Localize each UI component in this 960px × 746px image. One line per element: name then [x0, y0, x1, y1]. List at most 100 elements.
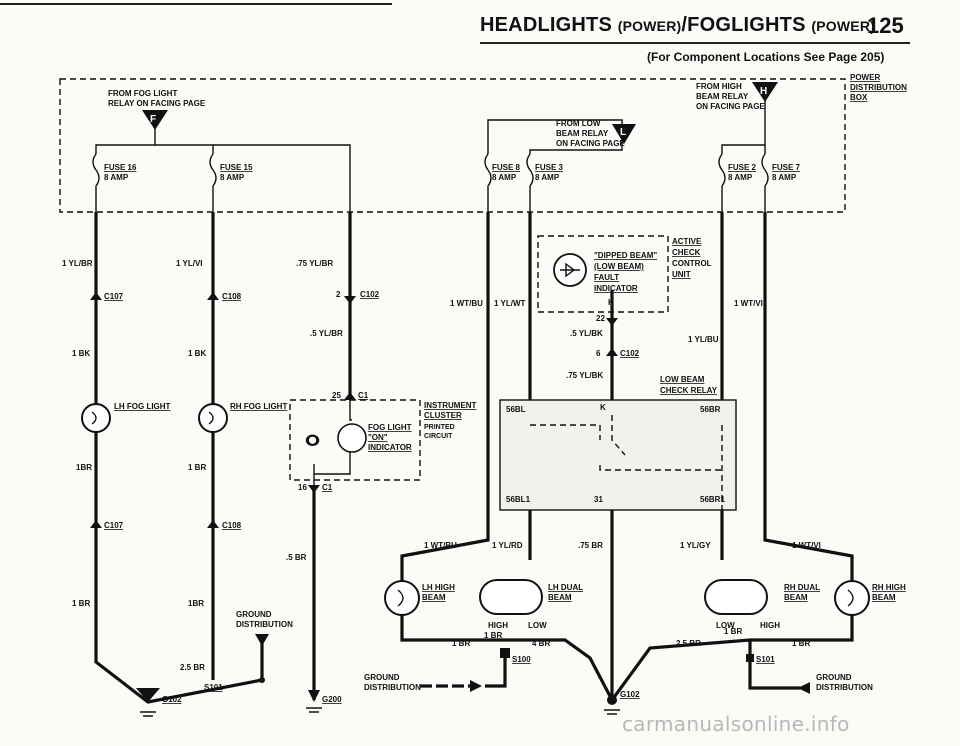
low-relay-text-1: FROM LOW	[556, 119, 601, 128]
s101-left-label: S101	[204, 683, 223, 692]
wire-label-27: 2.5 BR	[676, 639, 701, 648]
gnd-dist-c-1: GROUND	[816, 673, 852, 682]
fog-relay-text-1: FROM FOG LIGHT	[108, 89, 177, 98]
relay-pin-56br1: 56BR1	[700, 495, 725, 504]
c107-lower-connector-icon	[90, 520, 102, 528]
lh-fog-label: LH FOG LIGHT	[114, 402, 171, 411]
wire-label-21: .75 BR	[578, 541, 603, 550]
wire-label-20: 1 YL/RD	[492, 541, 523, 550]
fog-indicator-label-2: "ON"	[368, 433, 388, 442]
rh-dual-high: HIGH	[760, 621, 780, 630]
rh-dual-low: LOW	[716, 621, 735, 630]
wire-label-10: 1BR	[188, 599, 204, 608]
dipped-beam-label-4: INDICATOR	[594, 284, 638, 293]
rh-high-filament	[847, 589, 854, 607]
g102-right-ground-lines	[604, 709, 620, 715]
fuse-3: FUSE 3 8 AMP	[526, 153, 564, 212]
rh-fog-filament	[208, 411, 214, 425]
fog-indicator-label-3: INDICATOR	[368, 443, 412, 452]
wire-label-22: 1 YL/GY	[680, 541, 711, 550]
rh-dual-beam-lamp-icon	[704, 579, 768, 615]
fuse-16: FUSE 16 8 AMP	[92, 153, 137, 212]
active-check-label: ACTIVE CHECK CONTROL UNIT	[672, 237, 712, 279]
lh-dual-high: HIGH	[488, 621, 508, 630]
c102-right-label: C102	[620, 349, 640, 358]
fog-relay-letter: F	[150, 114, 156, 125]
fog-indicator-bulb-icon	[337, 423, 367, 453]
c108-connector-icon	[207, 292, 219, 300]
wire-label-14: 1 YL/WT	[494, 299, 526, 308]
rh-high-label-2: BEAM	[872, 593, 896, 602]
c1-label: C1	[358, 391, 369, 400]
fuse-15-icon	[209, 153, 217, 212]
title-power-1: (POWER)	[617, 18, 682, 34]
high-relay-text-3: ON FACING PAGE	[696, 102, 765, 111]
wire-label-12: .5 BR	[286, 553, 307, 562]
wire-label-8: 1 BR	[188, 463, 206, 472]
lh-dual-low: LOW	[528, 621, 547, 630]
wire-label-25: 1 BR	[484, 631, 502, 640]
fuse-3-name: FUSE 3	[535, 163, 564, 172]
fuse-16-name: FUSE 16	[104, 163, 137, 172]
wire-label-2: 1 YL/VI	[176, 259, 203, 268]
wire-label-3: .75 YL/BR	[296, 259, 333, 268]
active-check-label-4: UNIT	[672, 270, 691, 279]
c102-label: C102	[360, 290, 380, 299]
wire-label-19: 1 WT/BU	[424, 541, 457, 550]
cluster-feed	[349, 400, 352, 421]
gnd-dist-b-arrow-icon	[470, 680, 482, 692]
wire-label-15: .5 YL/BK	[570, 329, 603, 338]
low-relay-text-2: BEAM RELAY	[556, 129, 609, 138]
c102-right-connector-icon	[606, 348, 618, 356]
g102-right-splice-icon	[607, 695, 617, 705]
wire-label-6: 1 BK	[188, 349, 206, 358]
c1-ground-label: C1	[322, 483, 333, 492]
fuse-2-icon	[718, 153, 726, 212]
ground-g102-right: G102	[604, 690, 640, 715]
low-beam-relay-label-2: CHECK RELAY	[660, 386, 718, 395]
gnd-dist-a-arrow-icon	[255, 634, 269, 646]
relay-pin-56bl: 56BL	[506, 405, 526, 414]
rh-high-feed-wire	[610, 212, 854, 701]
fuse-15: FUSE 15 8 AMP	[209, 153, 253, 212]
rh-dual-beam: RH DUAL BEAM LOW HIGH	[704, 579, 820, 630]
g102-left-label: G102	[162, 695, 182, 704]
high-relay-reference: FROM HIGH BEAM RELAY ON FACING PAGE H	[696, 82, 778, 111]
dipped-beam-label: "DIPPED BEAM" (LOW BEAM) FAULT INDICATOR…	[594, 251, 657, 307]
relay-internal-circuit	[530, 415, 723, 510]
fog-relay-marker-icon	[142, 110, 168, 130]
wire-label-23: 1 WT/VI	[792, 541, 821, 550]
page-number: 125	[867, 13, 904, 38]
lh-high-filament	[397, 589, 404, 607]
s100-label: S100	[512, 655, 531, 664]
dipped-beam-label-3: FAULT	[594, 273, 619, 282]
title-power-2: (POWER)	[811, 18, 876, 34]
fog-relay-text-2: RELAY ON FACING PAGE	[108, 99, 206, 108]
lh-high-feed-wire	[400, 212, 614, 701]
ground-distribution-middle: GROUND DISTRIBUTION S100	[364, 648, 531, 692]
wire-label-1: 1 YL/BR	[62, 259, 93, 268]
high-bus-branch	[721, 144, 765, 154]
rh-dual-label-2: BEAM	[784, 593, 808, 602]
relay-pin-56bl1: 56BL1	[506, 495, 531, 504]
active-check-unit-box	[537, 235, 669, 313]
title-headlights: HEADLIGHTS	[480, 14, 612, 36]
low-beam-relay-label: LOW BEAM CHECK RELAY	[660, 375, 718, 395]
diode-symbol	[560, 262, 580, 278]
s100-wire	[485, 650, 507, 688]
title-rule	[480, 42, 910, 44]
relay-pins: 56BL K 56BR 56BL1 31 56BR1	[506, 403, 725, 504]
pin-6-label: 6	[596, 349, 601, 358]
ground-distribution-left: GROUND DISTRIBUTION S101	[204, 610, 293, 692]
fuse-7-rating: 8 AMP	[772, 173, 797, 182]
lh-dual-label-2: BEAM	[548, 593, 572, 602]
lh-high-label-2: BEAM	[422, 593, 446, 602]
wire-label-26: 4 BR	[532, 639, 550, 648]
power-box-label-1: POWER	[850, 73, 880, 82]
s101-right-label: S101	[756, 655, 775, 664]
pin-22-connector-icon	[606, 318, 618, 326]
g102-left-ground-icon	[136, 688, 160, 702]
fuse-16-icon	[92, 153, 100, 212]
fog-light-symbol-icon: ⵔ	[305, 433, 320, 450]
high-relay-letter: H	[760, 86, 767, 97]
